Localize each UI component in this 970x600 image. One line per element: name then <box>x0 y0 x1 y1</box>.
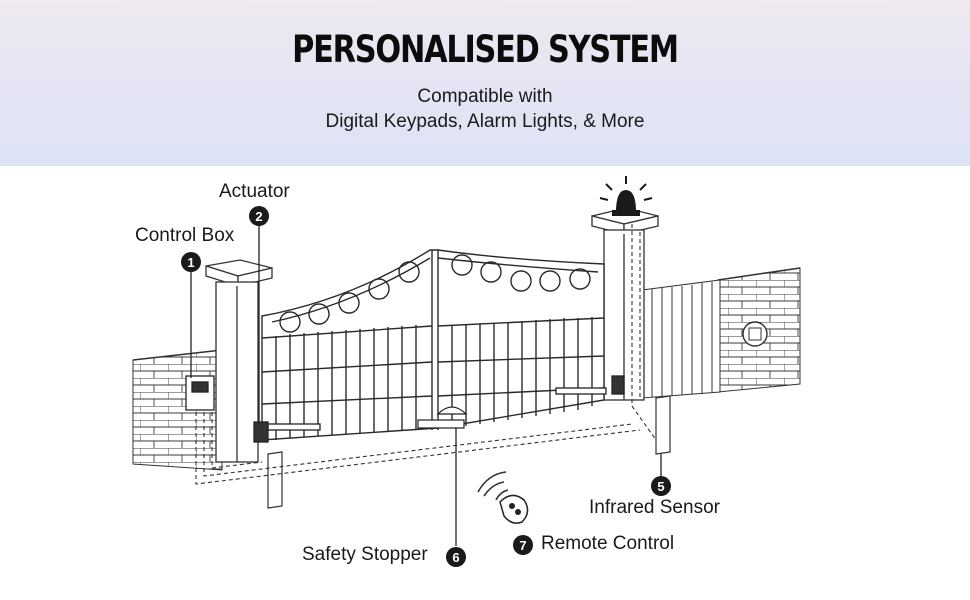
badge-6: 6 <box>446 547 466 567</box>
intercom-icon <box>742 321 768 347</box>
alarm-light-icon <box>599 176 653 216</box>
svg-text:7: 7 <box>519 538 526 553</box>
badge-2: 2 <box>249 206 269 226</box>
label-safety-stopper: Safety Stopper <box>302 544 428 565</box>
label-remote-control: Remote Control <box>541 533 675 554</box>
right-pillar <box>591 207 659 401</box>
double-gate <box>261 249 605 441</box>
gate-system-diagram: 1 2 5 6 7 <box>132 176 801 567</box>
label-infrared-sensor: Infrared Sensor <box>589 497 720 518</box>
control-box-icon <box>185 375 215 411</box>
badge-7: 7 <box>513 535 533 555</box>
page-title: PERSONALISED SYSTEM <box>292 28 679 71</box>
svg-text:5: 5 <box>657 479 664 494</box>
actuator-arms <box>253 375 625 443</box>
wiring <box>195 224 657 485</box>
header-banner: PERSONALISED SYSTEM Compatible with Digi… <box>0 0 970 166</box>
safety-stopper-icon <box>417 406 468 429</box>
badge-1: 1 <box>181 252 201 272</box>
svg-text:2: 2 <box>255 209 262 224</box>
subtitle-line-2: Digital Keypads, Alarm Lights, & More <box>325 111 645 132</box>
remote-control-icon <box>477 471 529 524</box>
side-fence-panel <box>641 279 721 399</box>
left-pillar <box>205 259 273 463</box>
leader-lines <box>190 226 662 546</box>
badge-5: 5 <box>651 476 671 496</box>
label-actuator: Actuator <box>219 181 290 202</box>
svg-text:6: 6 <box>452 550 459 565</box>
label-control-box: Control Box <box>135 225 235 246</box>
front-posts <box>267 395 671 509</box>
subtitle-line-1: Compatible with <box>417 86 553 107</box>
svg-text:1: 1 <box>187 255 194 270</box>
right-brick-wall <box>717 267 801 393</box>
